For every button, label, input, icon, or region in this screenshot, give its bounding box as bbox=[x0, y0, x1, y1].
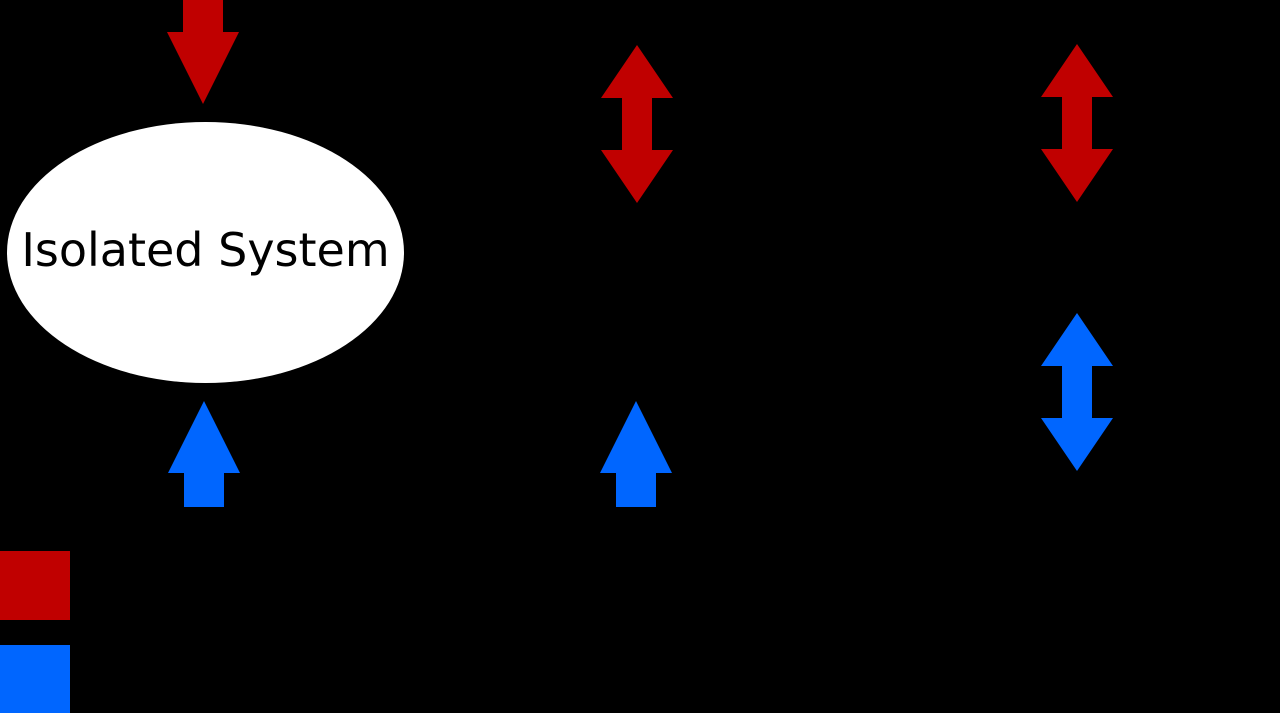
energy-arrow-down-icon bbox=[167, 0, 239, 104]
energy-exchange-double-arrow-icon bbox=[601, 45, 673, 203]
energy-legend-swatch bbox=[0, 551, 70, 620]
energy-exchange-double-arrow-shape bbox=[601, 45, 673, 203]
isolated-system-label: Isolated System bbox=[21, 222, 390, 277]
matter-exchange-double-arrow-icon bbox=[1041, 313, 1113, 471]
matter-arrow-up-shape bbox=[168, 401, 240, 507]
matter-arrow-up-icon bbox=[600, 401, 672, 507]
energy-exchange-double-arrow-shape bbox=[1041, 44, 1113, 202]
matter-exchange-double-arrow-shape bbox=[1041, 313, 1113, 471]
matter-legend-swatch bbox=[0, 645, 70, 713]
isolated-system-ellipse: Isolated System bbox=[7, 122, 404, 383]
energy-exchange-double-arrow-icon bbox=[1041, 44, 1113, 202]
energy-arrow-down-shape bbox=[167, 0, 239, 104]
matter-arrow-up-shape bbox=[600, 401, 672, 507]
matter-arrow-up-icon bbox=[168, 401, 240, 507]
